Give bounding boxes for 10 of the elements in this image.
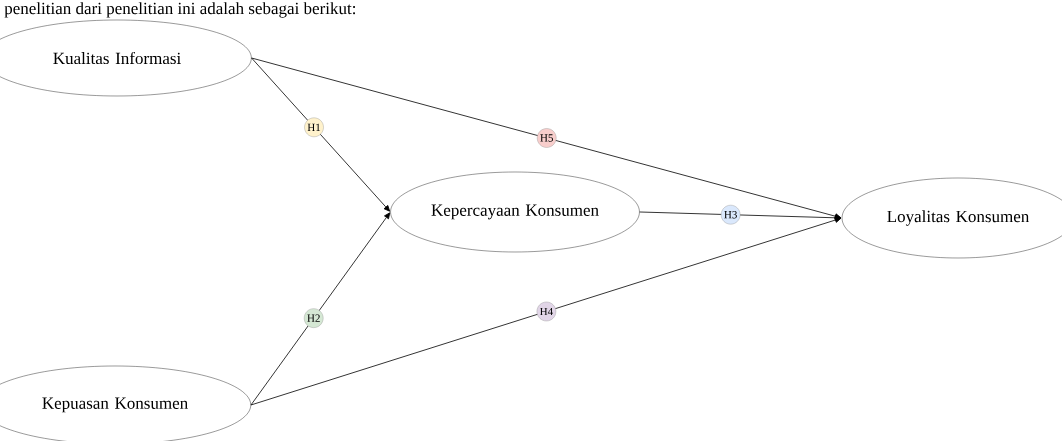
hypothesis-label: H1: [304, 117, 324, 137]
arrow: [251, 57, 391, 212]
hypothesis-label: H4: [536, 301, 557, 322]
ellipse-node: Kepercayaan Konsumen: [390, 171, 640, 253]
arrow: [251, 57, 842, 220]
hypothesis-label: H2: [304, 308, 324, 328]
arrow: [250, 217, 842, 406]
hypothesis-label: H5: [537, 128, 557, 148]
hypothesis-label: H3: [720, 205, 741, 225]
arrow: [250, 212, 391, 406]
